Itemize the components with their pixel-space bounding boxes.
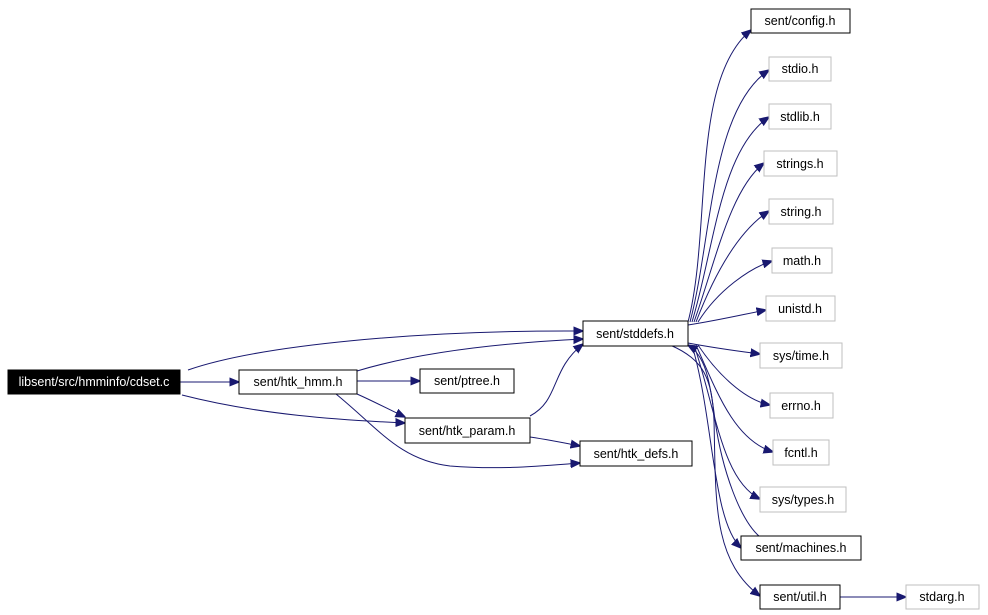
node-stdlib[interactable]: stdlib.h <box>768 103 832 130</box>
node-string[interactable]: string.h <box>768 198 834 225</box>
edge-stddefs-stdlib <box>691 117 769 323</box>
node-errno-label: errno.h <box>781 399 821 413</box>
edge-cdset-htk_param <box>181 394 405 423</box>
node-stdarg[interactable]: stdarg.h <box>905 584 980 610</box>
node-stdarg-box <box>905 584 980 610</box>
edge-htk_hmm-stddefs <box>356 339 583 372</box>
node-htk_defs[interactable]: sent/htk_defs.h <box>579 440 693 467</box>
node-cdset[interactable]: libsent/src/hmminfo/cdset.c <box>7 369 181 395</box>
node-ptree-label: sent/ptree.h <box>434 374 500 388</box>
node-systypes-box <box>759 486 847 513</box>
node-stddefs-label: sent/stddefs.h <box>596 327 674 341</box>
node-machines[interactable]: sent/machines.h <box>740 535 862 561</box>
node-config[interactable]: sent/config.h <box>750 8 851 34</box>
node-util-label: sent/util.h <box>773 590 827 604</box>
edge-stddefs-util <box>669 344 760 596</box>
node-machines-box <box>740 535 862 561</box>
node-htk_param-box <box>404 417 531 444</box>
node-systypes-label: sys/types.h <box>772 493 835 507</box>
node-stdio[interactable]: stdio.h <box>768 56 832 82</box>
edge-cdset-stddefs <box>187 331 583 371</box>
edge-stddefs-stdio <box>689 70 769 323</box>
edge-htk_param-stddefs <box>529 344 583 417</box>
node-systime[interactable]: sys/time.h <box>759 342 843 369</box>
node-systime-label: sys/time.h <box>773 349 829 363</box>
node-string-box <box>768 198 834 225</box>
edge-stddefs-string <box>695 211 769 323</box>
node-config-box <box>750 8 851 34</box>
node-ptree-box <box>419 368 515 394</box>
node-strings-label: strings.h <box>776 157 823 171</box>
edge-htk_hmm-htk_param <box>356 393 405 417</box>
edge-stddefs-fcntl <box>695 344 773 452</box>
edge-htk_hmm-htk_defs <box>335 393 580 468</box>
node-strings-box <box>763 150 838 177</box>
node-strings[interactable]: strings.h <box>763 150 838 177</box>
nodes: libsent/src/hmminfo/cdset.c sent/htk_hmm… <box>7 8 980 610</box>
node-math[interactable]: math.h <box>771 247 833 274</box>
edge-stddefs-strings <box>693 163 764 323</box>
node-htk_defs-label: sent/htk_defs.h <box>594 447 679 461</box>
node-stddefs[interactable]: sent/stddefs.h <box>582 320 689 347</box>
edges <box>180 30 906 597</box>
node-fcntl-label: fcntl.h <box>784 446 817 460</box>
node-stdlib-box <box>768 103 832 130</box>
node-string-label: string.h <box>781 205 822 219</box>
node-systypes[interactable]: sys/types.h <box>759 486 847 513</box>
node-util-box <box>759 584 841 610</box>
node-cdset-box <box>7 369 181 395</box>
node-stdlib-label: stdlib.h <box>780 110 820 124</box>
node-stdio-box <box>768 56 832 82</box>
edge-machines-stddefs <box>688 345 761 538</box>
node-systime-box <box>759 342 843 369</box>
node-errno[interactable]: errno.h <box>769 392 834 419</box>
node-htk_param[interactable]: sent/htk_param.h <box>404 417 531 444</box>
node-htk_param-label: sent/htk_param.h <box>419 424 516 438</box>
node-cdset-label: libsent/src/hmminfo/cdset.c <box>19 375 170 389</box>
edge-stddefs-math <box>697 261 772 323</box>
node-htk_hmm-box <box>238 369 358 395</box>
node-unistd[interactable]: unistd.h <box>765 295 836 322</box>
edge-stddefs-unistd <box>687 310 766 326</box>
node-fcntl-box <box>772 439 830 466</box>
node-stdio-label: stdio.h <box>782 62 819 76</box>
node-math-box <box>771 247 833 274</box>
edge-htk_param-htk_defs <box>529 436 580 446</box>
node-util[interactable]: sent/util.h <box>759 584 841 610</box>
edge-stddefs-machines <box>691 344 741 548</box>
node-errno-box <box>769 392 834 419</box>
node-htk_defs-box <box>579 440 693 467</box>
node-htk_hmm-label: sent/htk_hmm.h <box>254 375 343 389</box>
node-htk_hmm[interactable]: sent/htk_hmm.h <box>238 369 358 395</box>
node-config-label: sent/config.h <box>765 14 836 28</box>
node-stddefs-box <box>582 320 689 347</box>
node-unistd-box <box>765 295 836 322</box>
node-machines-label: sent/machines.h <box>755 541 846 555</box>
node-ptree[interactable]: sent/ptree.h <box>419 368 515 394</box>
node-unistd-label: unistd.h <box>778 302 822 316</box>
node-fcntl[interactable]: fcntl.h <box>772 439 830 466</box>
edge-stddefs-errno <box>697 344 770 405</box>
node-stdarg-label: stdarg.h <box>919 590 964 604</box>
node-math-label: math.h <box>783 254 821 268</box>
edge-stddefs-config <box>687 30 751 323</box>
